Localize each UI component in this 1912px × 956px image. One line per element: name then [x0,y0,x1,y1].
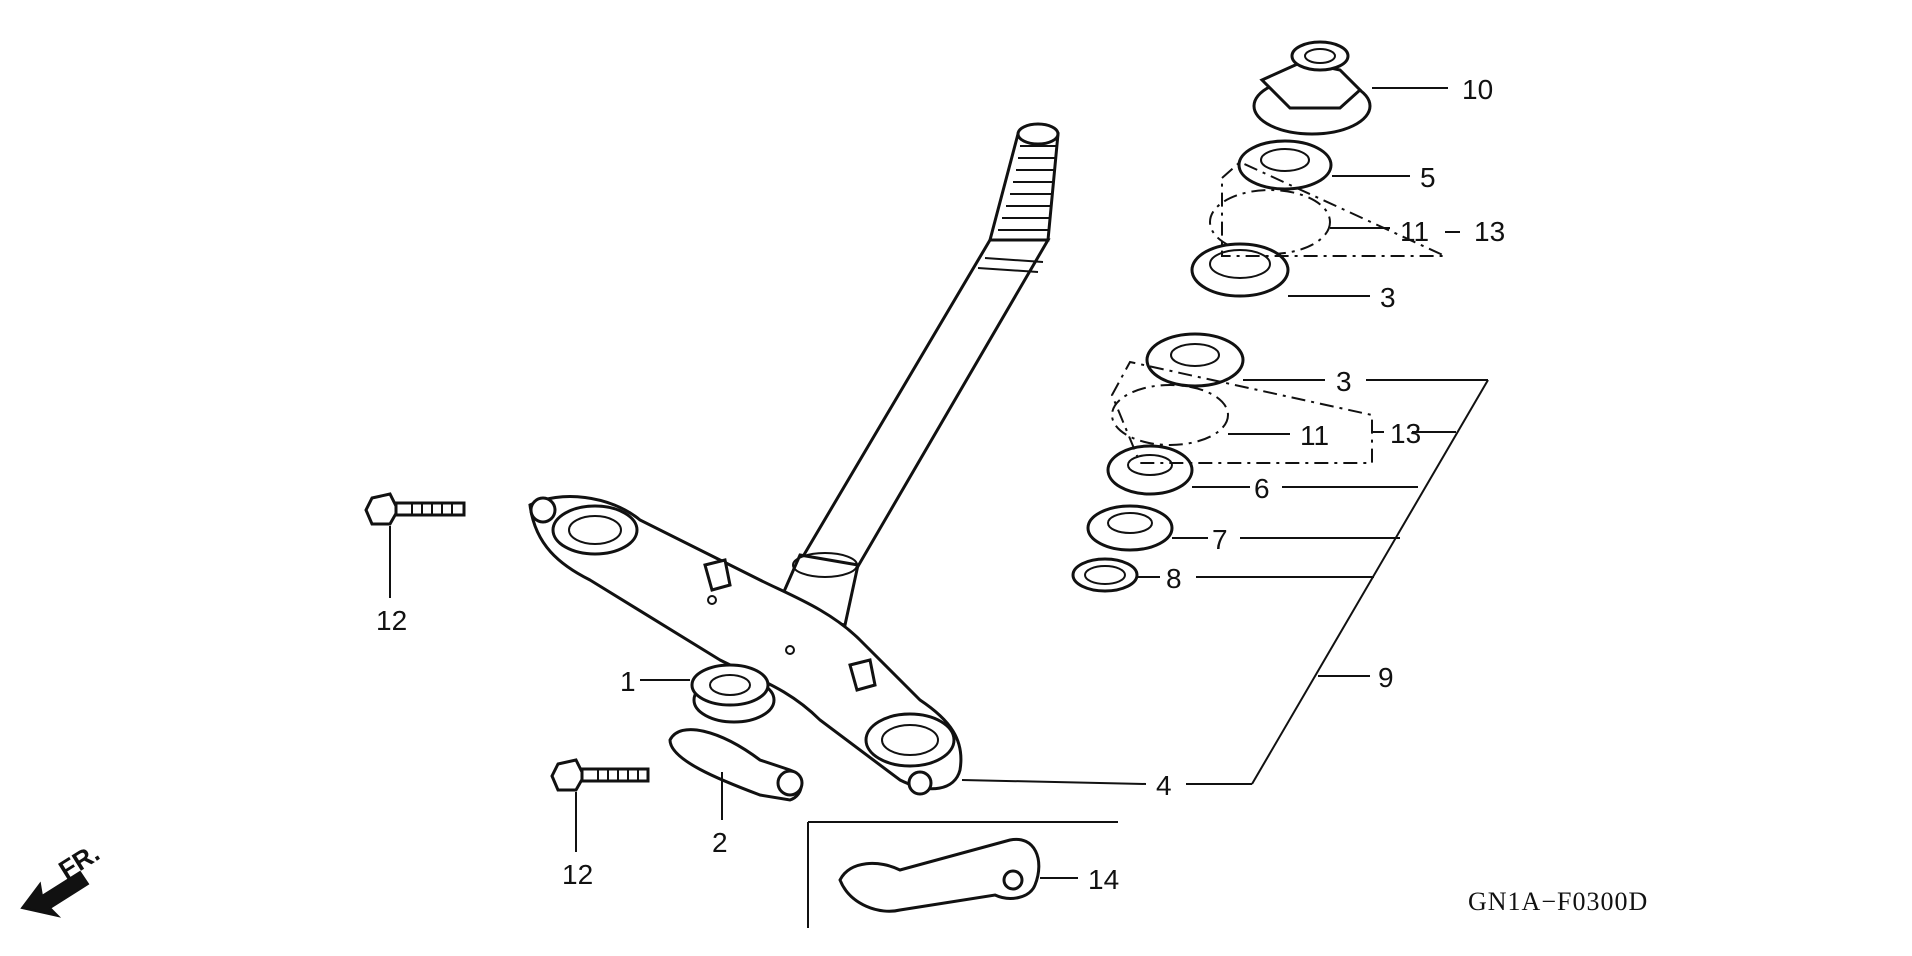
callout-11-upper: 11 [1400,216,1429,247]
diagram-reference-code: GN1A−F0300D [1468,887,1648,916]
upper-outer-race-part[interactable] [1190,242,1290,298]
bottom-bridge-part[interactable] [528,495,963,796]
callout-7: 7 [1212,524,1228,555]
inset-frame [807,821,1118,928]
brake-hose-bracket-part[interactable] [838,837,1041,913]
washer-part[interactable] [1071,557,1139,593]
callout-13-lower: 13 [1390,418,1421,449]
callout-2: 2 [712,827,728,858]
callout-13-upper: 13 [1474,216,1505,247]
steering-stem-nut-part[interactable] [1252,40,1372,136]
steering-stem-part[interactable] [772,122,1060,627]
callout-1: 1 [620,666,636,697]
callout-8: 8 [1166,563,1182,594]
upper-ball-ring-part[interactable] [1209,189,1331,255]
leader-lines [389,87,1489,879]
grommet-part[interactable] [690,663,776,724]
front-direction-arrow-icon [20,870,90,918]
callout-11-lower: 11 [1300,420,1329,451]
hose-clamp-part[interactable] [668,728,804,802]
callout-3-upper: 3 [1380,282,1396,313]
lower-outer-race-part[interactable] [1145,332,1245,388]
callout-3-lower: 3 [1336,366,1352,397]
upper-inner-race-part[interactable] [1237,139,1333,191]
callout-6: 6 [1254,473,1270,504]
callout-14: 14 [1088,864,1119,895]
lower-inner-race-part[interactable] [1106,444,1194,496]
callout-12-upper: 12 [376,605,407,636]
flange-bolt-lower-part[interactable] [550,758,650,792]
callout-5: 5 [1420,162,1436,193]
callout-9: 9 [1378,662,1394,693]
dust-seal-part[interactable] [1086,504,1174,552]
callout-4: 4 [1156,770,1172,801]
front-direction-label: FR. [53,837,104,885]
callout-10: 10 [1462,74,1493,105]
flange-bolt-upper-part[interactable] [364,492,466,526]
callout-12-lower: 12 [562,859,593,890]
lower-ball-ring-part[interactable] [1111,384,1229,446]
